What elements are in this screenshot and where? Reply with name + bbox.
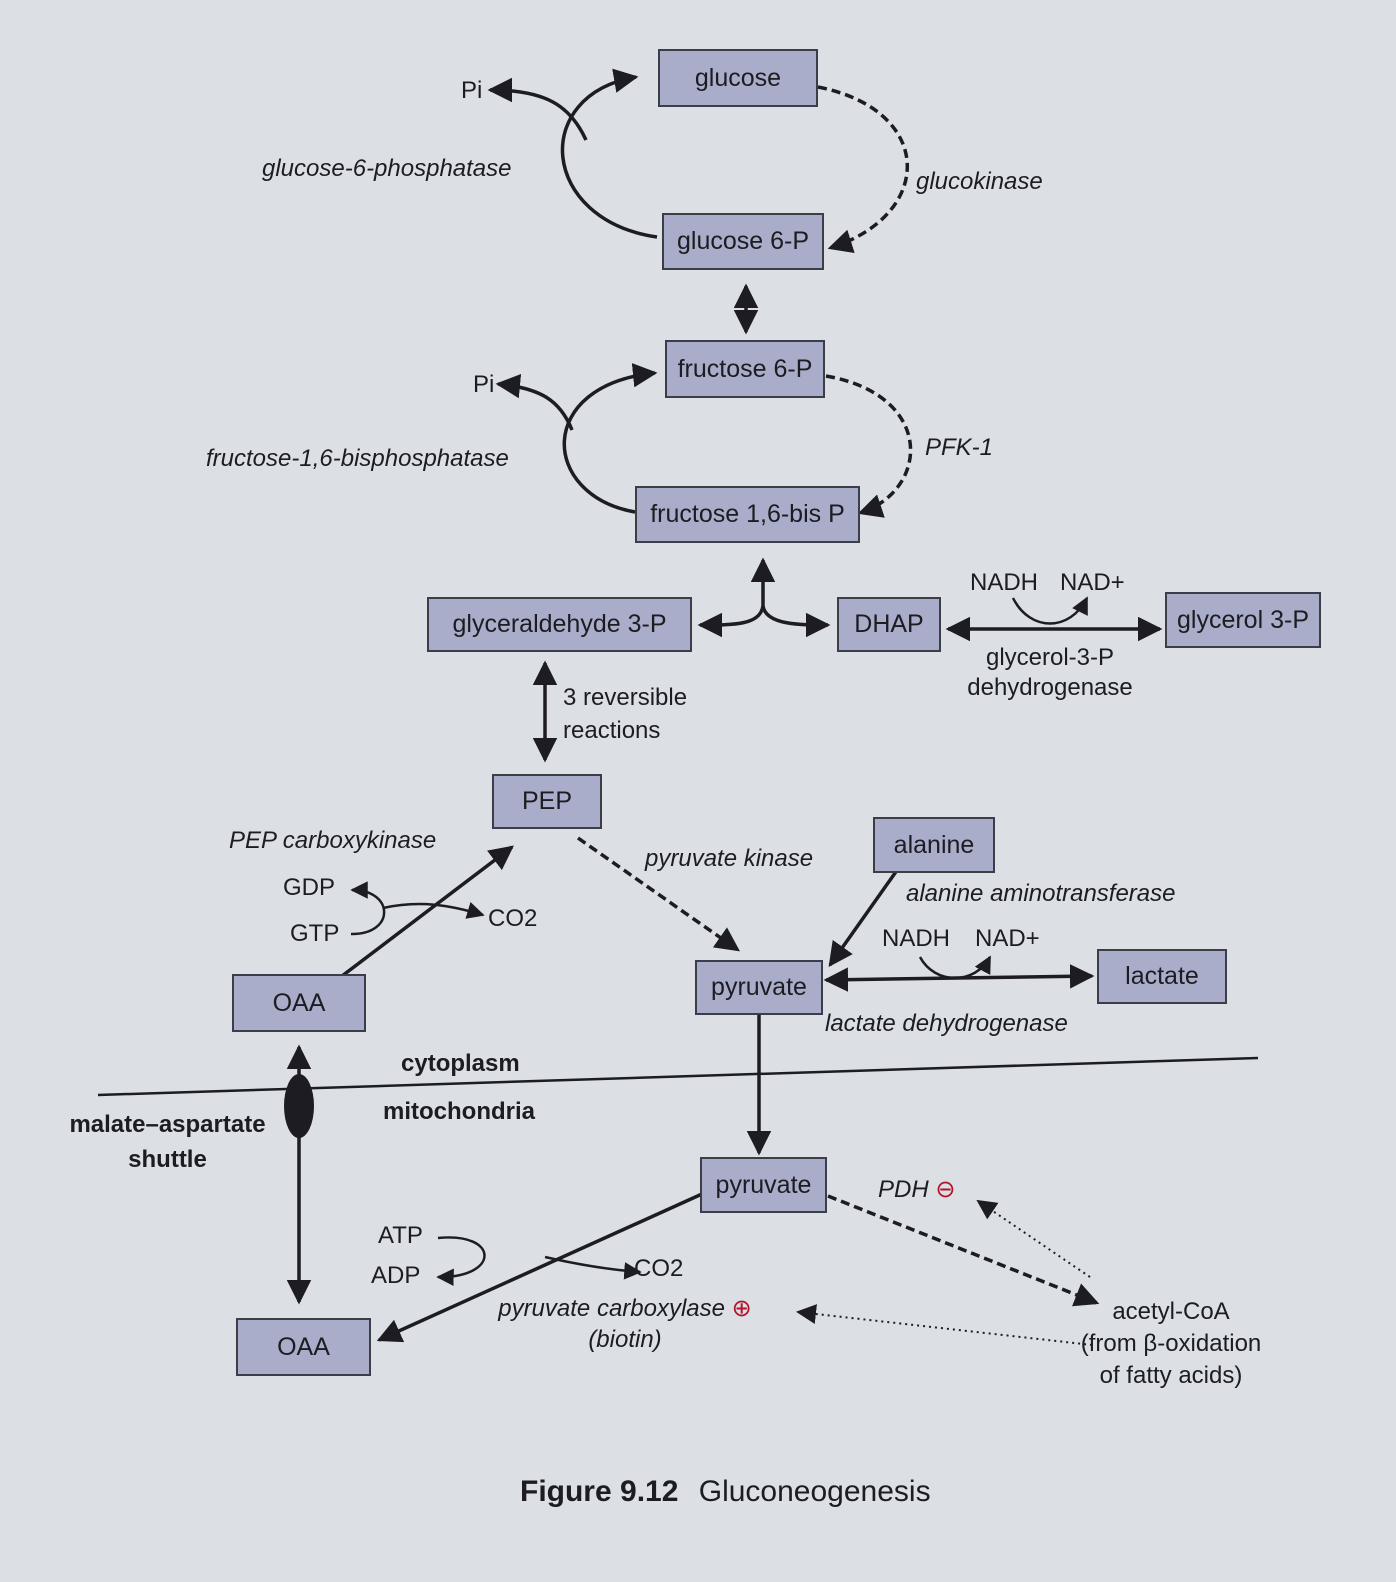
adp-label: ADP	[371, 1262, 421, 1289]
pc-arrow	[376, 1192, 703, 1343]
gtp-label: GTP	[290, 920, 340, 947]
pyruvate-carboxylase-label: pyruvate carboxylase ⊕ (biotin)	[490, 1293, 760, 1355]
shuttle-line1: malate–aspartate	[69, 1111, 266, 1138]
pdh-arrow	[827, 1194, 1100, 1307]
pdh-inhibit-sign: ⊖	[935, 1176, 956, 1203]
nad-dhap-label: NAD+	[1060, 569, 1125, 596]
pdh-label: PDH ⊖	[878, 1175, 955, 1204]
nadh-ldh-label: NADH	[882, 925, 951, 952]
pyruvate-kinase-label: pyruvate kinase	[645, 845, 814, 872]
nad-ldh-label: NAD+	[975, 925, 1040, 952]
glucose-6p-box: glucose 6-P	[662, 213, 824, 270]
ldh-cofactor-curve	[918, 955, 992, 980]
acetylcoa-inhibits-pdh	[976, 1199, 1091, 1278]
fructose-6p-box: fructose 6-P	[665, 340, 825, 398]
dhap-box: DHAP	[837, 597, 941, 652]
figure-title: Gluconeogenesis	[698, 1475, 931, 1508]
glyceraldehyde-3p-box: glyceraldehyde 3-P	[427, 597, 692, 652]
figure-number: Figure 9.12	[520, 1475, 679, 1508]
pyruvate-mito-box: pyruvate	[700, 1157, 827, 1213]
g3pdh-line1: glycerol-3-P	[985, 644, 1115, 671]
acetylcoa-line3: of fatty acids)	[1099, 1362, 1243, 1389]
pyruvate-kinase-arrow	[576, 836, 741, 952]
reversible-reactions-label: 3 reversible reactions	[563, 681, 687, 747]
oaa-mito-box: OAA	[236, 1318, 371, 1376]
g6pase-pi-arrow	[487, 77, 588, 141]
shuttle-transporter	[284, 1074, 314, 1138]
oaa-cytoplasm-box: OAA	[232, 974, 366, 1032]
fructose-16-bisphosphatase-label: fructose-1,6-bisphosphatase	[206, 445, 509, 472]
acetylcoa-activates-pc	[796, 1304, 1093, 1346]
pi-mid-label: Pi	[473, 371, 495, 398]
pdh-text: PDH	[878, 1176, 929, 1203]
figure-caption: Figure 9.12 Gluconeogenesis	[520, 1475, 931, 1509]
fbpase-pi-arrow	[495, 373, 574, 431]
glucokinase-label: glucokinase	[916, 168, 1043, 195]
acetyl-coa-label: acetyl-CoA (from β-oxidation of fatty ac…	[1066, 1296, 1276, 1392]
shuttle-line2: shuttle	[128, 1146, 207, 1173]
pfk1-label: PFK-1	[925, 434, 994, 461]
lactate-box: lactate	[1097, 949, 1227, 1004]
gdp-label: GDP	[283, 874, 336, 901]
fbpase-arrow	[562, 363, 658, 514]
reversible-line1: 3 reversible	[563, 684, 688, 711]
co2-pc-label: CO2	[634, 1255, 684, 1282]
co2-pepck-label: CO2	[488, 905, 538, 932]
pc-activate-sign: ⊕	[731, 1295, 752, 1322]
reversible-line2: reactions	[563, 717, 661, 744]
pepck-arrow	[340, 845, 514, 978]
nadh-dhap-label: NADH	[970, 569, 1039, 596]
acetylcoa-line1: acetyl-CoA	[1112, 1298, 1230, 1325]
pep-box: PEP	[492, 774, 602, 829]
mito-membrane	[97, 1056, 1259, 1097]
glycerol-3p-box: glycerol 3-P	[1165, 592, 1321, 648]
mitochondria-label: mitochondria	[383, 1098, 536, 1125]
glucokinase-arrow	[817, 85, 910, 254]
alt-arrow	[828, 864, 902, 968]
pc-co2-curve	[544, 1255, 642, 1280]
pi-top-label: Pi	[461, 77, 483, 104]
g3pdh-line2: dehydrogenase	[967, 674, 1133, 701]
pep-carboxykinase-label: PEP carboxykinase	[229, 827, 437, 854]
cytoplasm-label: cytoplasm	[401, 1050, 520, 1077]
malate-aspartate-shuttle-label: malate–aspartate shuttle	[60, 1107, 275, 1177]
pc-text: pyruvate carboxylase	[498, 1295, 725, 1322]
alanine-aminotransferase-label: alanine aminotransferase	[906, 880, 1176, 907]
alanine-box: alanine	[873, 817, 995, 873]
lactate-dehydrogenase-label: lactate dehydrogenase	[825, 1010, 1068, 1037]
gtp-gdp-curve	[350, 881, 386, 936]
g3pdh-cofactor-curve	[1011, 596, 1089, 625]
glycerol-3p-dehydrogenase-label: glycerol-3-P dehydrogenase	[960, 643, 1140, 703]
aldolase-right	[761, 605, 831, 638]
acetylcoa-line2: (from β-oxidation	[1080, 1330, 1262, 1357]
aldolase-left	[697, 605, 765, 638]
atp-adp-curve	[436, 1236, 486, 1286]
atp-label: ATP	[378, 1222, 423, 1249]
glucose-box: glucose	[658, 49, 818, 107]
pyruvate-cytoplasm-box: pyruvate	[695, 960, 823, 1015]
g6pase-arrow	[560, 68, 658, 239]
fructose-16bisp-box: fructose 1,6-bis P	[635, 486, 860, 543]
glucose-6-phosphatase-label: glucose-6-phosphatase	[262, 155, 512, 182]
biotin-text: (biotin)	[588, 1326, 662, 1353]
co2-release-curve	[382, 902, 485, 919]
pfk1-arrow	[825, 374, 913, 518]
